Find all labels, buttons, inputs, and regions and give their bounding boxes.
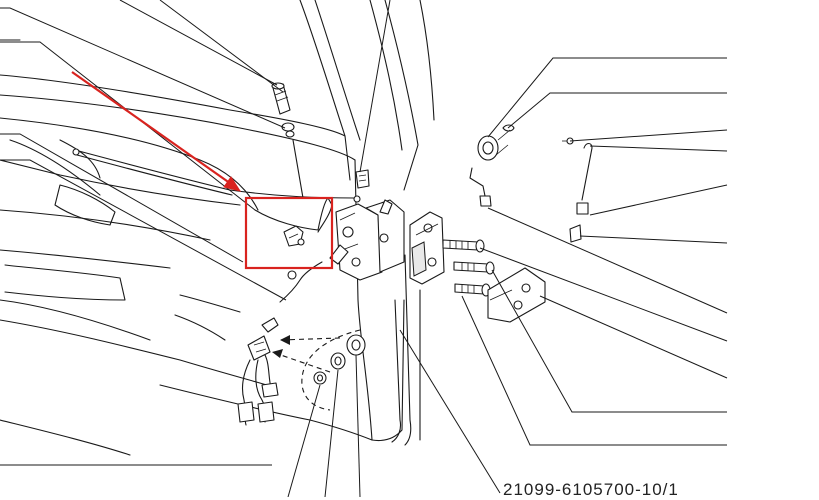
cylinder-spring bbox=[502, 124, 515, 132]
callout-19 bbox=[487, 207, 728, 314]
callout-17 bbox=[589, 184, 728, 216]
callout-21 bbox=[539, 295, 728, 379]
door-panel bbox=[0, 0, 435, 456]
callout-7 bbox=[359, 0, 391, 173]
grommet-medium bbox=[330, 352, 346, 370]
rod-clip bbox=[283, 225, 305, 247]
highlight-arrow bbox=[71, 71, 235, 187]
spring-clip bbox=[355, 169, 370, 189]
cylinder-lever bbox=[469, 167, 492, 207]
mounting-bracket bbox=[487, 267, 546, 323]
actuator-rod bbox=[279, 261, 323, 303]
vertical-link-rod bbox=[569, 142, 593, 243]
callout-5 bbox=[119, 0, 278, 86]
outside-handle-rod bbox=[72, 148, 361, 203]
grommet-small bbox=[313, 371, 327, 385]
callout-15 bbox=[569, 129, 728, 142]
callout-10 bbox=[324, 369, 339, 497]
callout-14 bbox=[507, 92, 727, 129]
actuator-assembly bbox=[237, 317, 279, 426]
callout-2 bbox=[0, 41, 256, 211]
lock-button-rod bbox=[292, 139, 304, 199]
callout-3 bbox=[0, 133, 244, 263]
door-lock-body bbox=[329, 199, 405, 281]
connector-arrows bbox=[271, 329, 361, 411]
callout-1 bbox=[0, 7, 286, 129]
callout-13 bbox=[487, 57, 727, 138]
highlight-arrowhead bbox=[223, 176, 242, 192]
callout-9 bbox=[287, 384, 321, 497]
catalog-number: 21099-6105700-10/1 bbox=[503, 480, 679, 499]
lock-cylinder bbox=[477, 129, 511, 161]
highlight-box bbox=[244, 196, 334, 270]
callout-12 bbox=[399, 329, 501, 494]
callout-16 bbox=[589, 145, 728, 152]
callout-18 bbox=[579, 235, 728, 244]
screw-long bbox=[442, 239, 485, 253]
callout-20 bbox=[479, 247, 728, 342]
callout-6 bbox=[159, 0, 284, 93]
callout-lines bbox=[0, 0, 728, 497]
callout-4 bbox=[0, 159, 287, 301]
knob-bushing bbox=[281, 122, 295, 138]
screw-short bbox=[453, 261, 495, 297]
grommet-large bbox=[346, 334, 366, 356]
highlight-marker bbox=[71, 71, 334, 270]
callout-22 bbox=[491, 269, 727, 413]
inner-handle-rod bbox=[254, 197, 333, 233]
lock-button-knob bbox=[271, 82, 291, 115]
callout-23 bbox=[461, 295, 727, 446]
lock-plate bbox=[409, 211, 445, 285]
callout-11 bbox=[355, 354, 361, 497]
